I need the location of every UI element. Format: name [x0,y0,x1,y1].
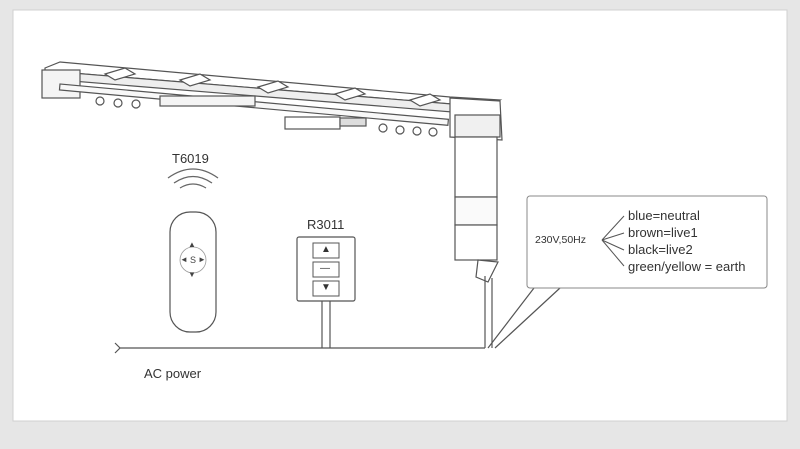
wire-blue-label: blue=neutral [628,208,700,223]
wiring-callout [526,195,768,289]
wire-earth-label: green/yellow = earth [628,259,746,274]
remote-control [169,211,217,333]
ac-power-label: AC power [144,366,202,381]
wiring-lines [114,276,561,354]
remote-dpad [179,246,207,274]
remote-down-icon[interactable]: ▼ [188,270,196,279]
switch-up-icon: ▲ [321,244,331,255]
remote-model-label: T6019 [172,151,209,166]
curtain-track [41,61,503,283]
switch-down-button[interactable] [312,280,340,297]
switch-down-icon: ▼ [321,282,331,293]
wire-fan [601,215,625,267]
wire-brown-label: brown=live1 [628,225,698,240]
remote-stop-icon[interactable]: S [190,255,197,265]
signal-icon [167,168,219,189]
switch-up-button[interactable] [312,242,340,259]
remote-up-icon[interactable]: ▲ [188,240,196,249]
voltage-label: 230V,50Hz [535,234,586,246]
wire-black-label: black=live2 [628,242,693,257]
remote-right-icon[interactable]: ► [198,255,206,264]
remote-left-icon[interactable]: ◄ [180,255,188,264]
switch-stop-icon: — [320,263,330,274]
switch-model-label: R3011 [307,217,345,232]
switch-stop-button[interactable] [312,261,340,278]
